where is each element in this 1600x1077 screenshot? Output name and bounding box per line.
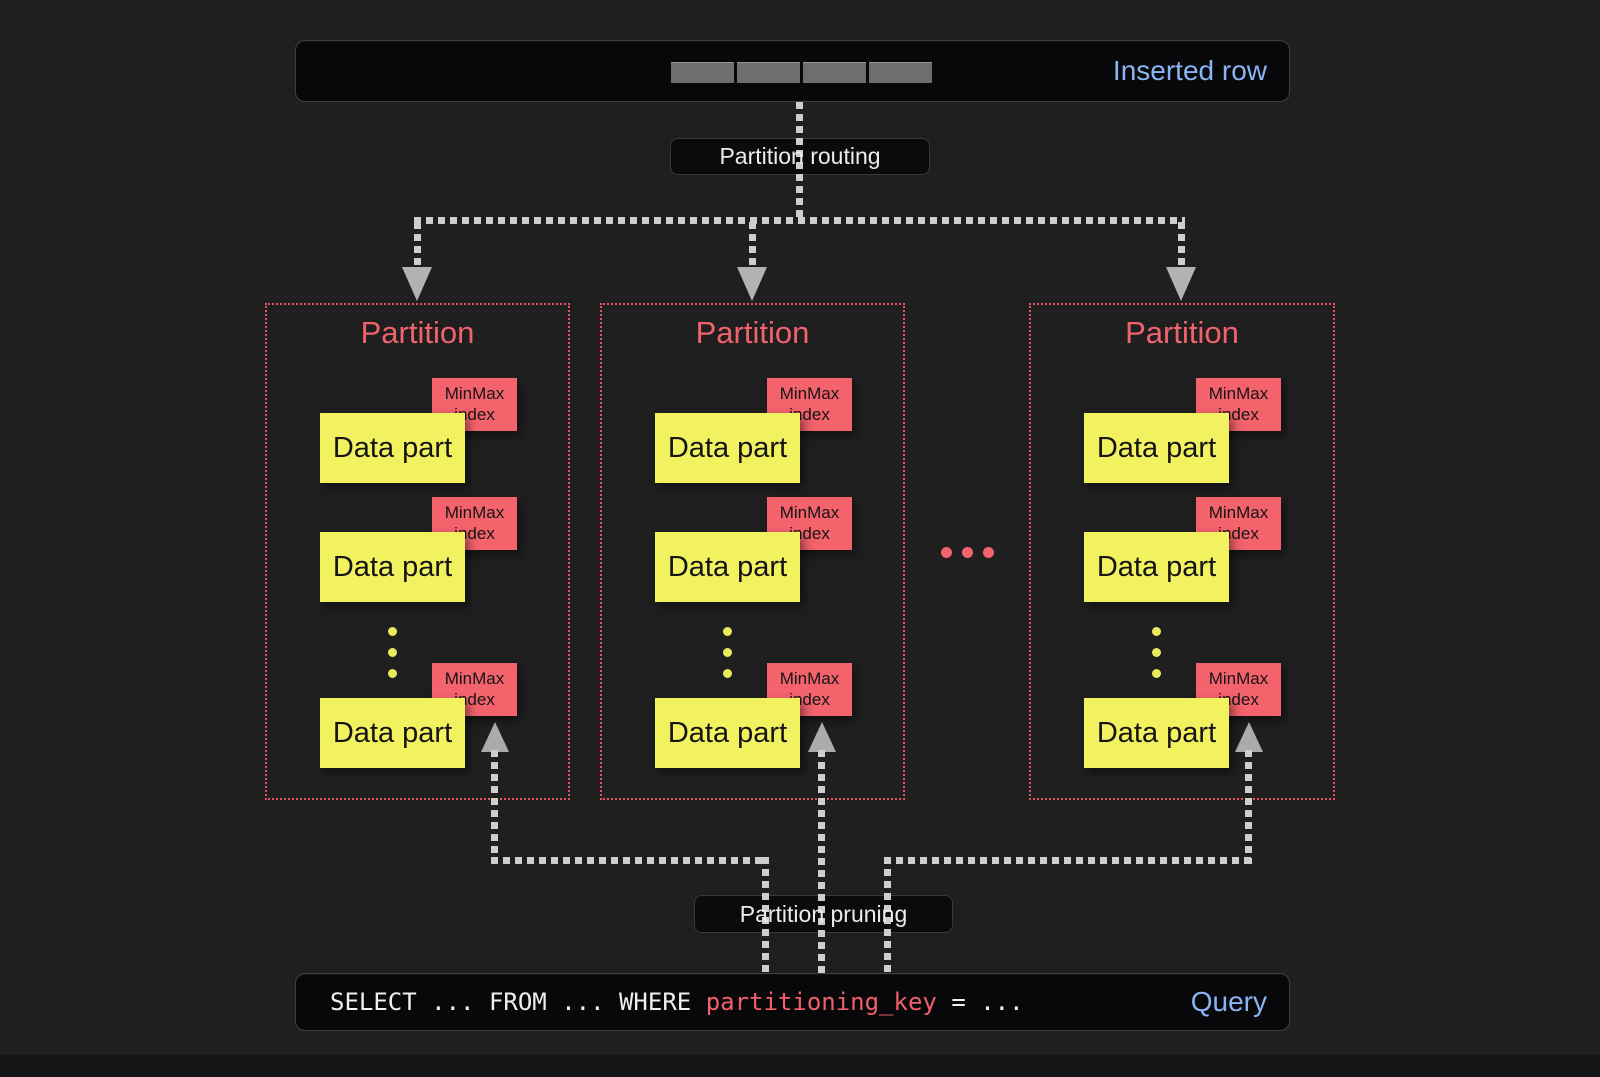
row-segment [671,62,734,83]
up-arrowhead-1 [481,722,509,752]
row-segments-bar [671,62,932,83]
more-parts-ellipsis [1152,627,1161,690]
partition-routing-text: Partition routing [719,143,881,169]
sql-prefix: SELECT ... FROM ... WHERE [330,988,706,1016]
inserted-row-label: Inserted row [1112,55,1267,86]
data-part-box: Data part [320,413,465,483]
partition-title: Partition [1125,315,1239,350]
more-partitions-ellipsis [941,547,994,558]
partition-routing-label: Partition routing [670,138,930,175]
pruning-drop-left [762,857,769,975]
partition-pruning-text: Partition pruning [739,901,908,927]
query-label: Query [1190,986,1267,1017]
up-arrowhead-2 [808,722,836,752]
minmax-index-box: MinMax index [1196,378,1281,431]
data-part-box: Data part [1084,698,1229,768]
minmax-index-box: MinMax index [432,663,517,716]
data-part-box: Data part [655,698,800,768]
routing-stub-2 [749,222,756,270]
down-arrowhead-3 [1166,267,1196,301]
pruning-line-1 [491,750,498,864]
data-part-box: Data part [1084,532,1229,602]
pruning-line-2 [818,750,825,975]
pruning-elbow-right [884,857,1252,864]
sql-suffix: = ... [936,988,1024,1016]
minmax-index-box: MinMax index [1196,663,1281,716]
sql-partitioning-key: partitioning_key [705,988,937,1016]
data-part-box: Data part [655,413,800,483]
minmax-index-box: MinMax index [432,378,517,431]
routing-stub-1 [414,222,421,270]
routing-branch-line [414,217,1185,224]
partition-title: Partition [695,315,810,350]
pruning-drop-right [884,857,891,975]
pruning-line-3 [1245,750,1252,864]
partition-title: Partition [360,315,475,350]
row-segment [737,62,800,83]
query-box: SELECT ... FROM ... WHERE partitioning_k… [295,973,1290,1031]
pruning-elbow-left [491,857,769,864]
down-arrowhead-1 [402,267,432,301]
partition-box-2: Partition MinMax index Data part MinMax … [600,303,905,800]
data-part-box: Data part [655,532,800,602]
data-part-box: Data part [320,698,465,768]
partition-box-1: Partition MinMax index Data part MinMax … [265,303,570,800]
sql-text: SELECT ... FROM ... WHERE partitioning_k… [330,974,1024,1030]
row-segment [803,62,866,83]
routing-line [796,102,803,220]
more-parts-ellipsis [388,627,397,690]
down-arrowhead-2 [737,267,767,301]
more-parts-ellipsis [723,627,732,690]
data-part-box: Data part [1084,413,1229,483]
routing-stub-3 [1178,222,1185,270]
data-part-box: Data part [320,532,465,602]
up-arrowhead-3 [1235,722,1263,752]
row-segment [869,62,932,83]
inserted-row-box: Inserted row [295,40,1290,102]
bottom-strip [0,1055,1600,1077]
partition-box-3: Partition MinMax index Data part MinMax … [1029,303,1335,800]
